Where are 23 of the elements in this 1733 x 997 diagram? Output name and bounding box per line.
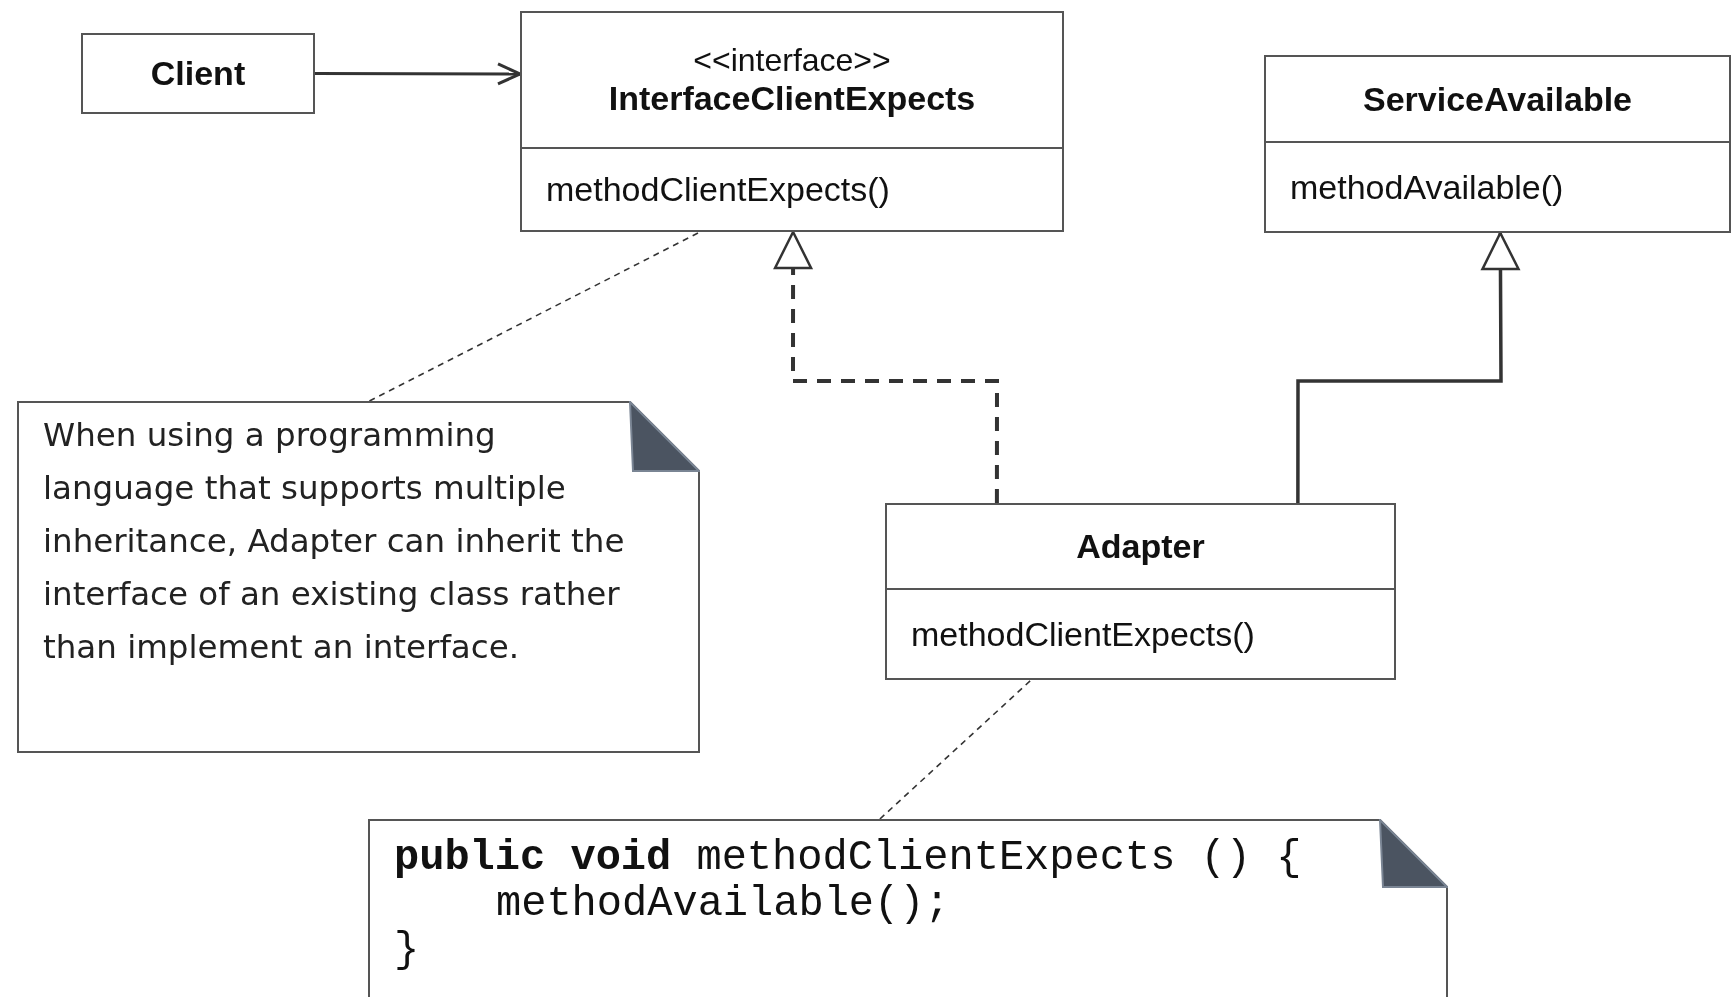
class-box <box>81 33 315 114</box>
code-line: public void methodClientExpects () { <box>394 835 1302 881</box>
inheritance-arrow <box>1296 231 1520 503</box>
code-line: methodAvailable(); <box>496 881 950 927</box>
class-name: Adapter <box>1076 527 1205 566</box>
class-box <box>520 11 1064 232</box>
method-name: methodClientExpects() <box>911 614 1255 654</box>
code-line: } <box>394 927 420 973</box>
class-name: ServiceAvailable <box>1363 79 1632 119</box>
association-arrow <box>315 62 522 86</box>
leader-line <box>368 231 701 402</box>
class-box <box>1264 55 1731 233</box>
class-name: Client <box>150 54 246 93</box>
leader-line <box>879 679 1032 820</box>
note-box <box>17 401 700 753</box>
method-name: methodAvailable() <box>1290 167 1564 207</box>
method-name: methodClientExpects() <box>546 170 890 209</box>
class-name: InterfaceClientExpects <box>608 79 976 118</box>
note-text: When using a programming language that supports multiple inheritance, Adapter can inherit the interface of an existing class rather than implement an interface. <box>43 415 626 668</box>
stereotype-label: <<interface>> <box>693 42 891 79</box>
class-box <box>885 503 1396 680</box>
realization-arrow <box>773 230 999 503</box>
code-note <box>368 819 1448 997</box>
